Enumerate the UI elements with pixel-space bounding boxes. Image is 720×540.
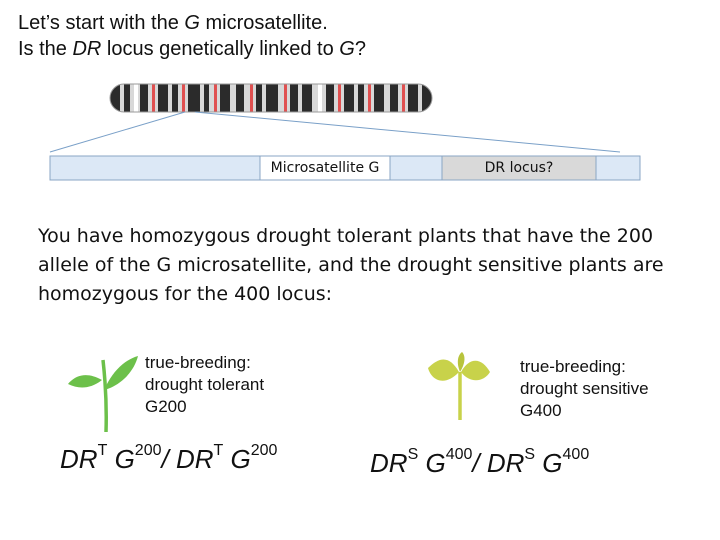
microsatellite-g-label: Microsatellite G bbox=[270, 160, 380, 176]
microsatellite-g-box bbox=[259, 155, 391, 181]
chromosome-band bbox=[408, 84, 418, 112]
chromosome-band bbox=[402, 84, 405, 112]
chromosome-band bbox=[344, 84, 354, 112]
chromosome-band bbox=[256, 84, 262, 112]
sensitive-genotype: DRS G400/ DRS G400 bbox=[370, 446, 590, 478]
chromosome-band bbox=[318, 84, 322, 112]
drought-sensitive-plant-icon bbox=[428, 352, 490, 421]
chromosome-band bbox=[188, 84, 200, 112]
sensitive-plant-label: true-breeding: drought sensitive G400 bbox=[520, 357, 649, 420]
drought-tolerant-plant-icon bbox=[68, 356, 138, 433]
chromosome-icon bbox=[109, 83, 433, 113]
title-line-2: Is the DR locus genetically linked to G? bbox=[18, 38, 366, 60]
chromosome-band bbox=[266, 84, 278, 112]
dr-locus-box bbox=[441, 155, 597, 181]
title-line-1: Let’s start with the G microsatellite. bbox=[18, 12, 328, 34]
chromosome-band bbox=[172, 84, 178, 112]
chromosome-band bbox=[390, 84, 398, 112]
tolerant-plant-label: true-breeding: drought tolerant G200 bbox=[145, 353, 265, 416]
chromosome-band bbox=[182, 84, 185, 112]
chromosome-band bbox=[204, 84, 209, 112]
chromosome-band bbox=[284, 84, 287, 112]
chromosome-band bbox=[110, 84, 120, 112]
chromosome-band bbox=[290, 84, 298, 112]
chromosome-band bbox=[358, 84, 364, 112]
chromosome-band bbox=[134, 84, 138, 112]
slide-title: Let’s start with the G microsatellite. I… bbox=[18, 10, 366, 62]
chromosome-band bbox=[220, 84, 230, 112]
zoom-line-left bbox=[49, 111, 186, 153]
zoom-line-right bbox=[194, 111, 621, 153]
chromosome-band bbox=[422, 84, 432, 112]
explanation-paragraph: You have homozygous drought tolerant pla… bbox=[38, 225, 664, 305]
chromosome-band bbox=[326, 84, 334, 112]
chromosome-band bbox=[124, 84, 130, 112]
chromosome-band bbox=[338, 84, 341, 112]
locus-segment-bar bbox=[49, 155, 641, 181]
dr-locus-label: DR locus? bbox=[484, 160, 554, 176]
tolerant-genotype: DRT G200/ DRT G200 bbox=[60, 442, 278, 474]
chromosome-band bbox=[302, 84, 312, 112]
chromosome-band bbox=[214, 84, 217, 112]
chromosome-band bbox=[368, 84, 371, 112]
chromosome-band bbox=[140, 84, 148, 112]
chromosome-band bbox=[158, 84, 168, 112]
chromosome-band bbox=[374, 84, 384, 112]
chromosome-band bbox=[250, 84, 253, 112]
chromosome-band bbox=[236, 84, 244, 112]
chromosome-band bbox=[152, 84, 155, 112]
